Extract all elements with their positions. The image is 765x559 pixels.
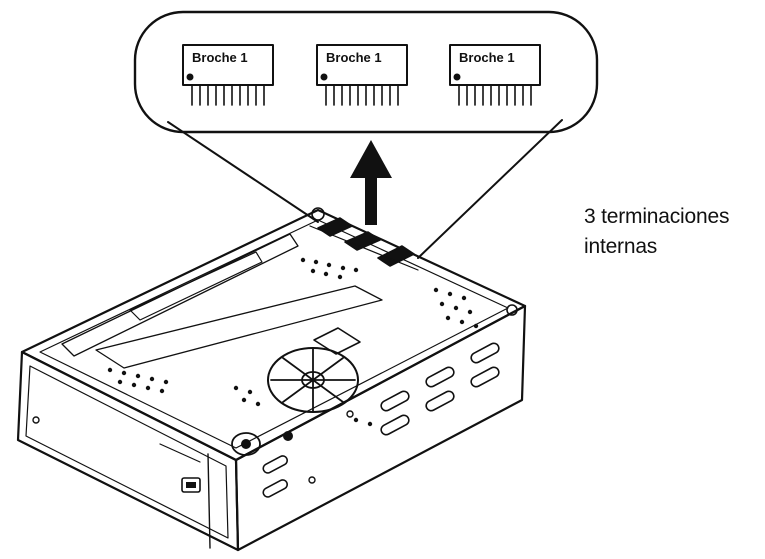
- drive-top-face: [20, 208, 527, 462]
- vent-holes: [107, 257, 479, 427]
- terminator-chip-3: [449, 44, 541, 106]
- callout-label: 3 terminaciones internas: [584, 202, 729, 262]
- drive-right-side: [234, 304, 527, 552]
- callout-line-1: 3 terminaciones: [584, 205, 730, 228]
- screw-icon: [506, 304, 518, 316]
- chip-label-2: Broche 1: [326, 50, 382, 65]
- terminator-chip-2: [316, 44, 408, 106]
- round-button-icon: [231, 432, 261, 456]
- callout-line-2: internas: [584, 235, 658, 258]
- magnifier-line-left: [167, 121, 319, 223]
- chip-label-3: Broche 1: [459, 50, 515, 65]
- chip-label-1: Broche 1: [192, 50, 248, 65]
- terminator-chip-1: [182, 44, 274, 106]
- up-arrow-icon: [350, 140, 392, 225]
- drive-front-bezel: [16, 350, 240, 552]
- magnifier-bubble: [133, 10, 599, 134]
- magnifier-line-right: [417, 119, 563, 259]
- terminator-sockets: [309, 217, 419, 271]
- spindle-icon: [267, 347, 359, 413]
- side-slots: [262, 342, 500, 498]
- eject-button-icon: [181, 477, 201, 493]
- screw-icon: [311, 207, 325, 221]
